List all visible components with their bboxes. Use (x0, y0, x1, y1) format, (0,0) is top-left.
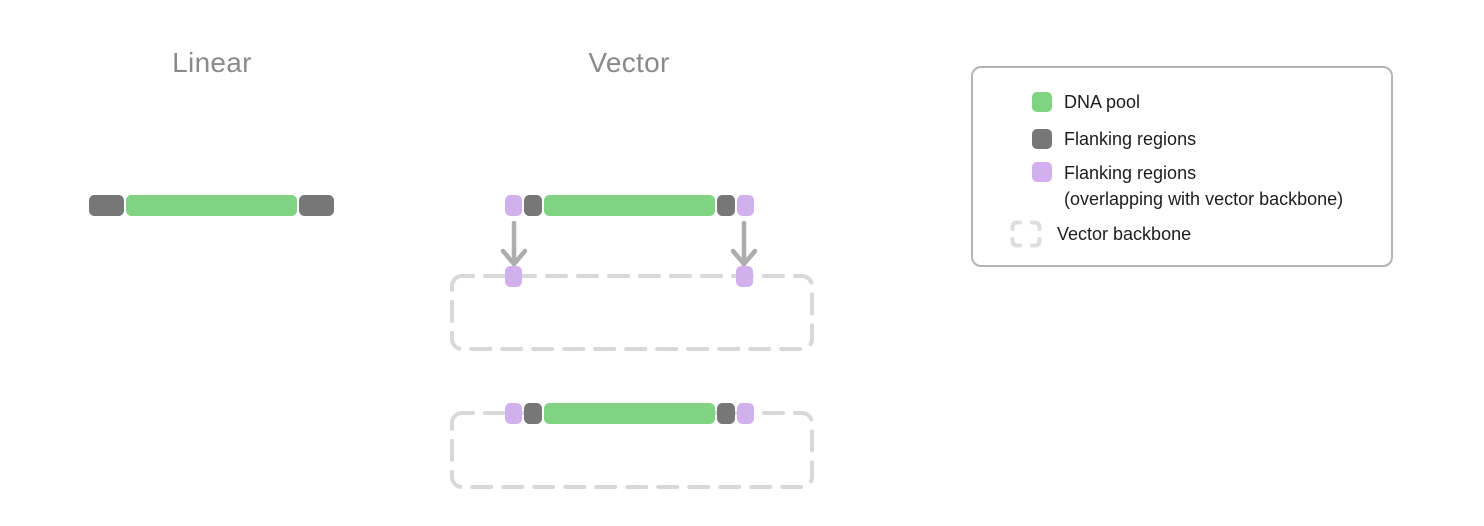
vector-backbone-outline-assembled (450, 411, 814, 489)
dna-pool-segment (126, 195, 297, 216)
down-arrow-icon (500, 221, 528, 267)
overlap-flank-left (505, 195, 522, 216)
legend-item-label: Flanking regions (overlapping with vecto… (1064, 160, 1343, 212)
legend-item-label-line2: (overlapping with vector backbone) (1064, 189, 1344, 209)
vector-backbone-dashed-icon (1010, 220, 1042, 248)
dna-pool-swatch-icon (1032, 92, 1052, 112)
vector-insert-fragment (505, 195, 754, 216)
flanking-region-left (524, 195, 542, 216)
dna-pool-segment (544, 403, 715, 424)
dna-pool-segment (544, 195, 715, 216)
overlap-flank-right (737, 403, 754, 424)
legend-item-label: Flanking regions (1064, 129, 1197, 149)
linear-column-title: Linear (172, 47, 252, 78)
flanking-region-right (299, 195, 334, 216)
flanking-region-right (717, 195, 735, 216)
legend-item-label: DNA pool (1064, 92, 1141, 112)
overlap-site-left (505, 266, 522, 287)
flanking-region-left (89, 195, 124, 216)
vector-insert-assembled (505, 403, 754, 424)
flanking-region-right (717, 403, 735, 424)
legend-item-flanking-regions-overlap: Flanking regions (overlapping with vecto… (1032, 162, 1391, 212)
vector-column-title: Vector (588, 47, 670, 78)
overlap-flank-left (505, 403, 522, 424)
down-arrow-icon (730, 221, 758, 267)
flanking-overlap-swatch-icon (1032, 162, 1052, 182)
legend: DNA pool Flanking regions Flanking regio… (971, 66, 1393, 267)
legend-item-label-line1: Flanking regions (1064, 163, 1197, 183)
vector-backbone-outline-empty (450, 274, 814, 351)
legend-item-label: Vector backbone (1057, 224, 1192, 244)
linear-dna-fragment (89, 195, 334, 216)
flanking-region-left (524, 403, 542, 424)
legend-item-vector-backbone: Vector backbone (1009, 219, 1391, 249)
overlap-flank-right (737, 195, 754, 216)
flanking-regions-swatch-icon (1032, 129, 1052, 149)
overlap-site-right (736, 266, 753, 287)
legend-item-dna-pool: DNA pool (1032, 92, 1391, 112)
legend-item-flanking-regions: Flanking regions (1032, 129, 1391, 149)
